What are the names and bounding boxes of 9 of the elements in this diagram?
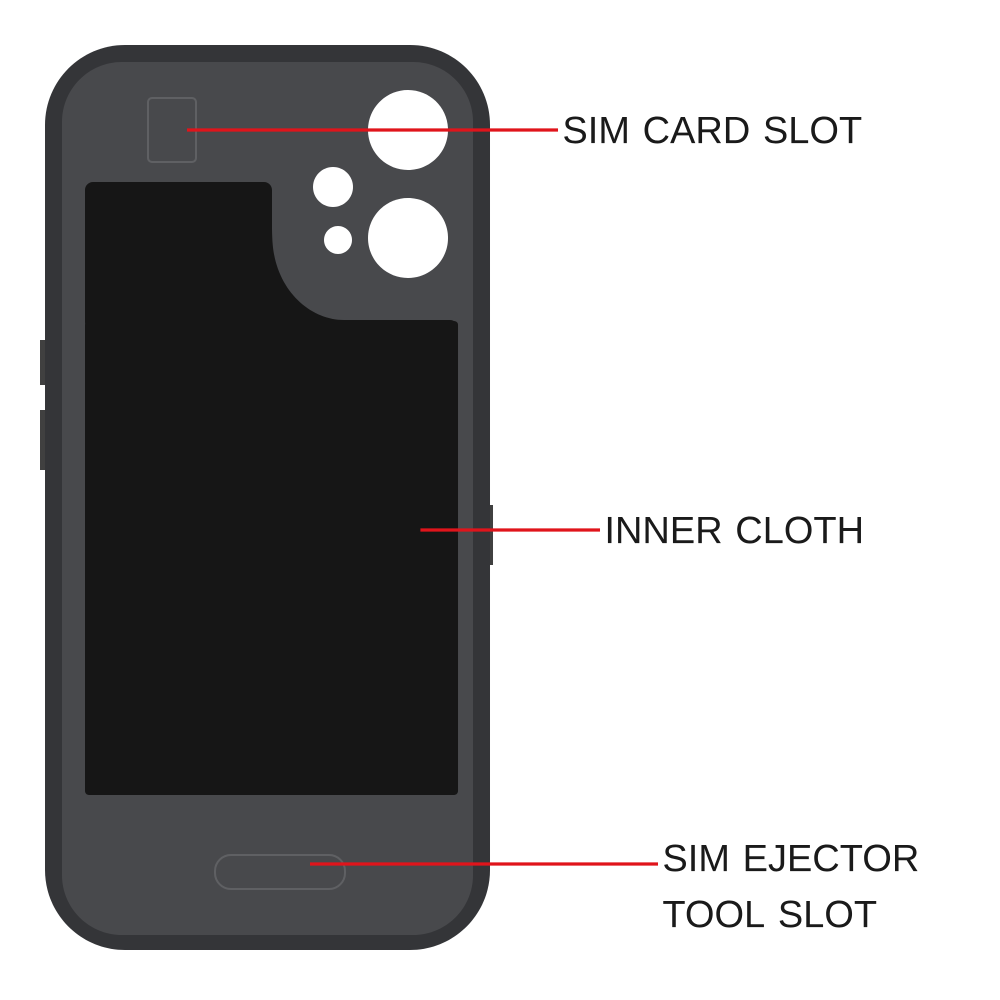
leader-line [187, 128, 558, 132]
part-label: SIM EJECTOR TOOL SLOT [663, 844, 918, 928]
part-label: INNER CLOTH [608, 516, 861, 544]
leader-line [310, 862, 658, 866]
sim-slot-outline [147, 97, 197, 163]
leader-line [420, 528, 600, 532]
cloth-panel [85, 321, 458, 795]
ejector-slot-outline [214, 854, 346, 890]
part-label: SIM CARD SLOT [564, 116, 862, 144]
